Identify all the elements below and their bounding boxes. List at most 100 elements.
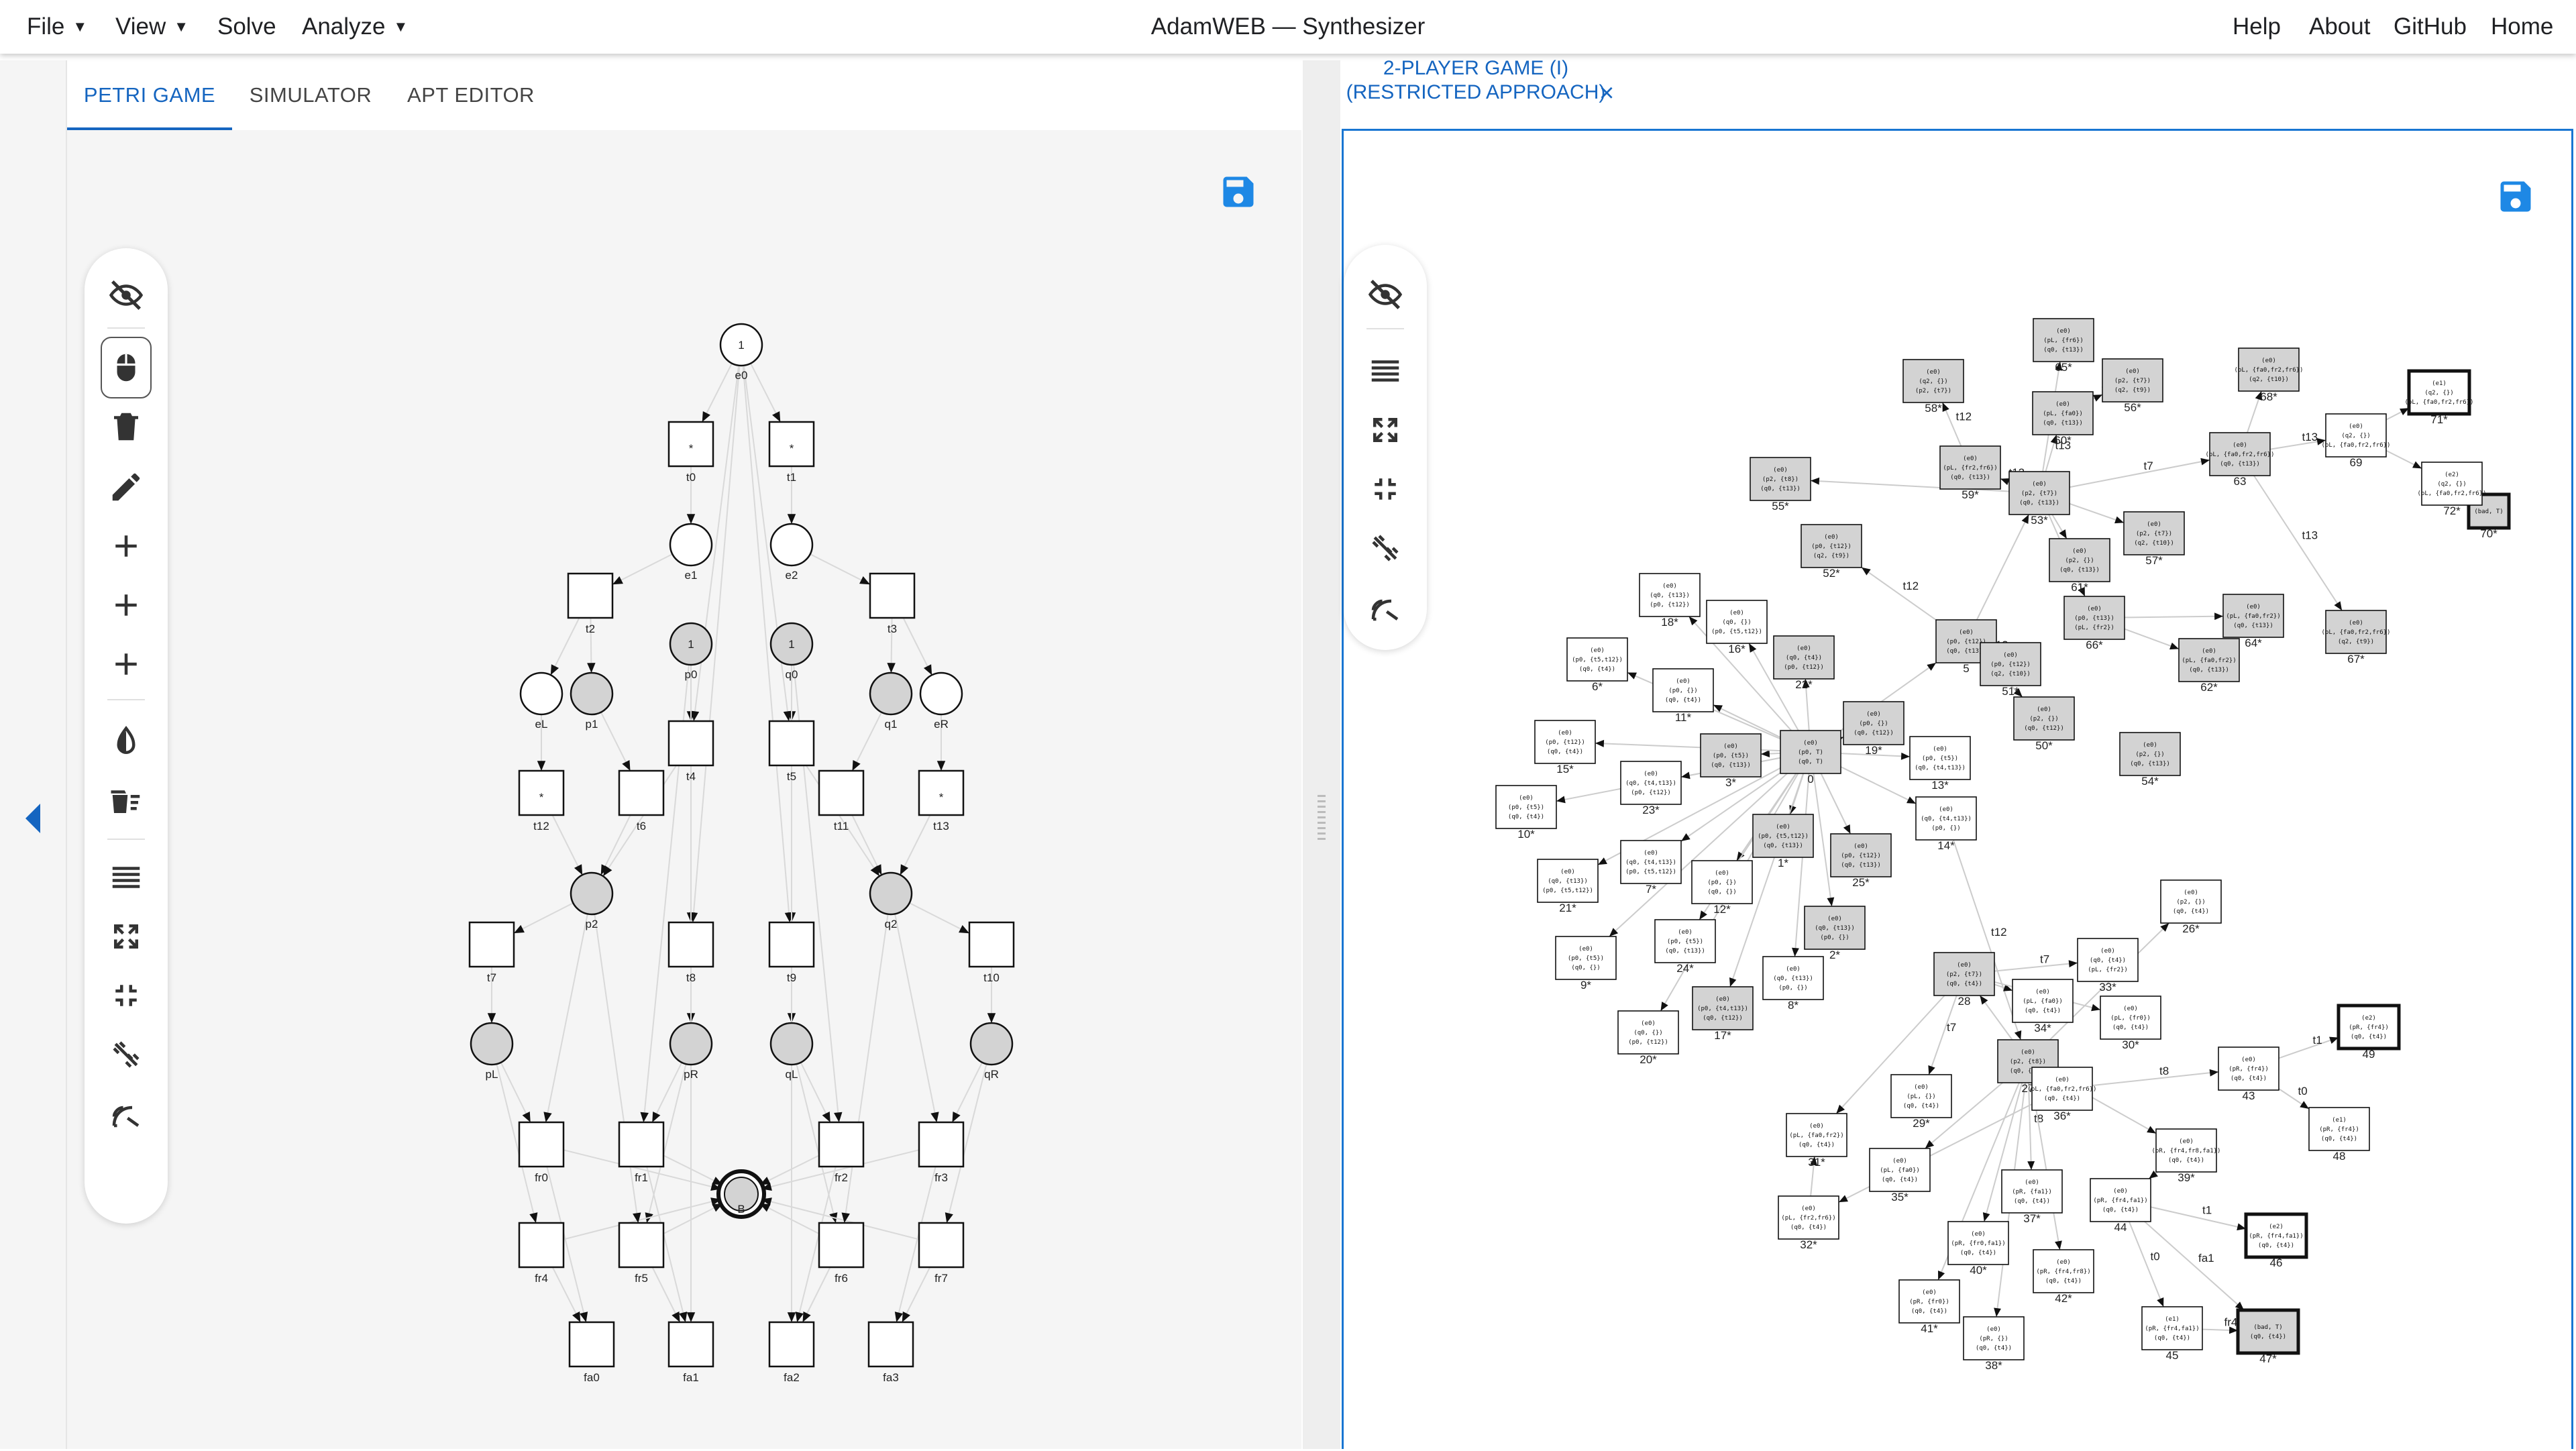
petri-arc[interactable] — [750, 363, 782, 423]
game-state-59[interactable]: (e0)(pL, {fr2,fr6})(q0, {t13})59* — [1939, 445, 2001, 501]
petri-arc[interactable] — [563, 1198, 722, 1240]
petri-arc[interactable] — [902, 617, 933, 676]
tab-simulator[interactable]: SIMULATOR — [249, 83, 372, 107]
place-qR[interactable]: qR — [969, 1022, 1014, 1081]
petri-arc[interactable] — [551, 814, 584, 875]
petri-arc[interactable] — [496, 1063, 537, 1224]
petri-arc[interactable] — [663, 1154, 723, 1186]
game-edge[interactable] — [1748, 643, 1799, 731]
game-state-0[interactable]: (e0)(p0, T)(q0, T)0 — [1780, 730, 1841, 786]
transition-fr7[interactable]: fr7 — [918, 1222, 965, 1285]
file-menu[interactable]: File▼ — [27, 0, 87, 54]
game-state-67[interactable]: (e0)(pL, {fa0,fr2,fr6})(q2, {t9})67* — [2322, 610, 2391, 665]
game-state-1[interactable]: (e0)(p0, {t5,t12})(q0, {t13})1* — [1752, 814, 1814, 869]
game-state-34[interactable]: (e0)(pL, {fa0})(q0, {t4})34* — [2012, 979, 2074, 1034]
game-edge[interactable] — [1983, 1082, 2023, 1222]
petri-arc[interactable] — [802, 1267, 831, 1323]
petri-arc[interactable] — [692, 365, 741, 923]
petri-arc[interactable] — [600, 712, 631, 771]
transition-fr5[interactable]: fr5 — [618, 1222, 665, 1285]
game-edge[interactable] — [1928, 995, 1957, 1075]
pane-splitter[interactable] — [1303, 60, 1340, 1449]
transition-t0[interactable]: *t0 — [667, 421, 714, 484]
transition-fa0[interactable]: fa0 — [568, 1321, 615, 1384]
transition-t4[interactable]: t4 — [667, 720, 714, 783]
place-p1[interactable]: p1 — [570, 671, 614, 731]
hide-labels-button[interactable] — [85, 268, 168, 322]
petri-arc[interactable] — [612, 553, 673, 586]
game-edge[interactable] — [1813, 773, 1833, 907]
place-pL[interactable]: pL — [470, 1022, 514, 1081]
place-pR[interactable]: pR — [669, 1022, 713, 1081]
layout-rows-button[interactable] — [85, 851, 168, 904]
add-place-button[interactable] — [85, 519, 168, 573]
place-q0[interactable]: 1q0 — [769, 622, 814, 681]
transition-t11[interactable]: t11 — [818, 769, 865, 832]
game-state-18[interactable]: (e0)(q0, {t13})(p0, {t12})18* — [1639, 573, 1701, 629]
game-state-3[interactable]: (e0)(p0, {t5})(q0, {t13})3* — [1700, 733, 1762, 789]
place-eR[interactable]: eR — [919, 671, 963, 731]
game-edge[interactable] — [2069, 502, 2125, 524]
petri-arc[interactable] — [651, 1267, 681, 1323]
petri-arc[interactable] — [810, 553, 871, 586]
game-edge[interactable] — [1976, 514, 2030, 621]
petri-arc[interactable] — [742, 365, 791, 923]
place-p0[interactable]: 1p0 — [669, 622, 713, 681]
save-icon[interactable] — [1218, 172, 1258, 212]
shrink-button[interactable] — [1344, 462, 1427, 516]
game-edge[interactable] — [2150, 1206, 2247, 1230]
petri-arc[interactable] — [646, 1063, 687, 1224]
petri-arc[interactable] — [951, 1062, 983, 1123]
petri-arc[interactable] — [551, 1267, 582, 1323]
game-edge[interactable] — [1609, 773, 1788, 937]
place-e1[interactable]: e1 — [669, 523, 713, 582]
petri-arc[interactable] — [513, 902, 574, 934]
game-edge[interactable] — [2128, 1221, 2165, 1307]
game-edge[interactable] — [2253, 475, 2343, 611]
petri-arc[interactable] — [545, 914, 588, 1123]
game-edge[interactable] — [1810, 480, 2010, 492]
petri-arc[interactable] — [851, 712, 883, 771]
place-eL[interactable]: eL — [519, 671, 564, 731]
game-edge[interactable] — [1820, 773, 1851, 835]
game-state-46[interactable]: (e2)(pR, {fr4,fa1})(q0, {t4})46 — [2244, 1212, 2308, 1269]
game-state-14[interactable]: (e0)(q0, {t4,t13})(p0, {})14* — [1915, 796, 1977, 852]
game-state-29[interactable]: (e0)(pL, {})(q0, {t4})29* — [1890, 1074, 1952, 1130]
game-state-62[interactable]: (e0)(pL, {fa0,fr2})(q0, {t13})62* — [2178, 638, 2240, 694]
game-state-53[interactable]: (e0)(p2, {t7})(q0, {t13})53* — [2008, 471, 2070, 527]
game-state-45[interactable]: (e1)(pR, {fr4,fa1})(q0, {t4})45 — [2141, 1306, 2203, 1362]
place-q1[interactable]: q1 — [869, 671, 913, 731]
petri-arc[interactable] — [796, 1166, 837, 1323]
edit-label-button[interactable] — [85, 460, 168, 514]
petri-arc[interactable] — [761, 1198, 920, 1240]
delete-selection-button[interactable] — [85, 774, 168, 828]
game-edge[interactable] — [1861, 566, 1937, 621]
transition-fr4[interactable]: fr4 — [518, 1222, 565, 1285]
game-state-35[interactable]: (e0)(pL, {fa0})(q0, {t4})35* — [1869, 1148, 1931, 1203]
place-qL[interactable]: qL — [769, 1022, 814, 1081]
delete-node-button[interactable] — [85, 400, 168, 453]
game-state-58[interactable]: (e0)(q2, {})(p2, {t7})58* — [1902, 359, 1964, 415]
petri-arc[interactable] — [896, 1166, 936, 1323]
fit-to-screen-button[interactable] — [85, 910, 168, 963]
game-state-52[interactable]: (e0)(p0, {t12})(q2, {t9})52* — [1801, 524, 1862, 580]
game-state-8[interactable]: (e0)(q0, {t13})(p0, {})8* — [1762, 956, 1824, 1012]
petri-arc[interactable] — [894, 914, 938, 1123]
petri-arc[interactable] — [563, 1149, 722, 1190]
game-state-65[interactable]: (e0)(pL, {fr6})(q0, {t13})65* — [2033, 318, 2094, 374]
game-state-50[interactable]: (e0)(p2, {})(q0, {t12})50* — [2013, 696, 2075, 752]
petri-arc[interactable] — [594, 914, 639, 1224]
game-state-30[interactable]: (e0)(pL, {fr0})(q0, {t4})30* — [2100, 996, 2161, 1051]
game-edge[interactable] — [2144, 1221, 2245, 1311]
game-edge[interactable] — [1680, 772, 1781, 842]
game-state-61[interactable]: (e0)(p2, {})(q0, {t13})61* — [2049, 538, 2110, 594]
place-B[interactable]: B — [716, 1169, 766, 1219]
petri-arc[interactable] — [651, 1062, 683, 1123]
game-state-39[interactable]: (e0)(pR, {fr4,fr8,fa1})(q0, {t4})39* — [2152, 1128, 2221, 1184]
game-state-21[interactable]: (e0)(q0, {t13})(p0, {t5,t12})21* — [1537, 859, 1599, 914]
select-mode-button[interactable] — [85, 337, 168, 398]
petri-arc[interactable] — [946, 1063, 987, 1224]
toggle-physics-button[interactable] — [85, 1028, 168, 1081]
game-state-32[interactable]: (e0)(pL, {fr2,fr6})(q0, {t4})32* — [1778, 1195, 1839, 1251]
transition-t7[interactable]: t7 — [468, 921, 515, 984]
